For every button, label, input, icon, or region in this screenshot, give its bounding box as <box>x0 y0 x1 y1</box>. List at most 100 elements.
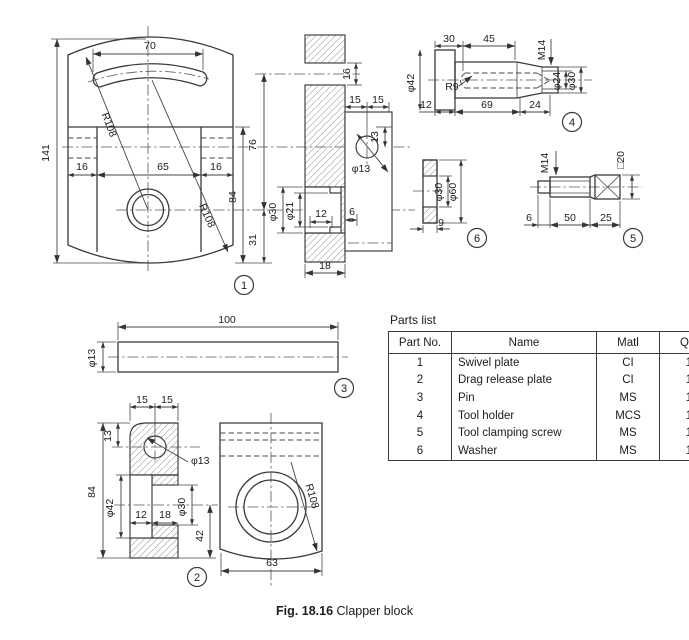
dim-label: φ30 <box>176 498 188 517</box>
cell-qty: 1 <box>659 371 689 390</box>
table-row: 1 Swivel plate CI 1 <box>389 353 689 372</box>
tool-clamping-screw-view: M14 □20 6 50 25 <box>524 151 642 228</box>
dim-label: 12 <box>420 99 432 111</box>
cell-name: Drag release plate <box>451 371 597 390</box>
dim-label: 50 <box>564 212 576 224</box>
dim-label: 84 <box>86 486 98 498</box>
dim-label: M14 <box>539 153 551 174</box>
dim-label: 12 <box>135 509 147 521</box>
dim-label: 18 <box>159 509 171 521</box>
dim-label: M14 <box>536 40 548 61</box>
release-plate-front-view: R108 63 <box>219 413 323 587</box>
col-header-name: Name <box>451 331 597 354</box>
cell-qty: 1 <box>659 389 689 407</box>
dim-label: 6 <box>526 212 532 224</box>
table-row: 2 Drag release plate CI 1 <box>389 371 689 390</box>
pin-view: 100 φ13 <box>86 314 348 373</box>
dim-label: 13 <box>369 131 381 143</box>
dim-label: 65 <box>157 161 169 173</box>
dim-label: 13 <box>102 430 114 442</box>
dim-label: 69 <box>481 99 493 111</box>
dim-label: φ30 <box>267 203 279 222</box>
dim-label: 63 <box>266 557 278 569</box>
table-row: 3 Pin MS 1 <box>389 389 689 407</box>
dim-label: □20 <box>615 151 627 169</box>
dim-label: 18 <box>319 260 331 272</box>
balloon-1: 1 <box>233 274 255 296</box>
dim-label: 15 <box>372 94 384 106</box>
balloon-label: 3 <box>341 383 347 395</box>
figure-caption: Fig. 18.16 Clapper block <box>0 604 689 618</box>
dim-label: 15 <box>349 94 361 106</box>
cell-matl: MS <box>596 389 660 407</box>
dim-label: 25 <box>600 212 612 224</box>
dim-label: 30 <box>443 33 455 45</box>
parts-list-table: Part No. Name Matl Qty 1 Swivel plate CI… <box>388 331 689 461</box>
dim-label: 31 <box>247 234 259 246</box>
dim-label: φ24 <box>551 72 563 91</box>
dim-label: 15 <box>136 394 148 406</box>
figure-caption-label: Fig. 18.16 <box>276 604 334 618</box>
washer-view: φ30 φ60 9 <box>410 159 467 233</box>
dim-label: 16 <box>210 161 222 173</box>
cell-qty: 1 <box>659 424 689 442</box>
cell-part-no: 2 <box>416 374 424 387</box>
balloon-label: 4 <box>569 117 575 129</box>
balloon-label: 2 <box>194 572 200 584</box>
cell-name: Pin <box>451 389 597 407</box>
col-header-part-no: Part No. <box>388 331 452 354</box>
cell-part-no: 1 <box>416 356 424 369</box>
balloon-label: 6 <box>474 233 480 245</box>
dim-label: φ21 <box>284 202 296 221</box>
dim-label: 12 <box>315 208 327 220</box>
dim-label: 100 <box>218 314 236 326</box>
dim-label: 70 <box>144 40 156 52</box>
dim-label: R108 <box>99 111 119 139</box>
dim-label: 76 <box>247 139 259 151</box>
cell-name: Swivel plate <box>451 353 597 372</box>
dim-label: 6 <box>349 206 355 218</box>
dim-label: 15 <box>161 394 173 406</box>
balloon-3: 3 <box>333 377 355 399</box>
cell-name: Tool clamping screw <box>451 424 597 442</box>
swivel-plate-section-view: 16 15 15 13 φ13 φ30 φ21 12 6 18 <box>267 34 393 278</box>
dim-label: φ60 <box>447 183 459 202</box>
dim-label: 9 <box>438 217 444 229</box>
dim-label: 24 <box>529 99 541 111</box>
cell-part-no: 5 <box>416 427 424 440</box>
cell-qty: 1 <box>659 353 689 372</box>
balloon-label: 5 <box>630 233 636 245</box>
swivel-plate-front-view: R108 R108 70 141 16 65 16 84 76 31 <box>40 36 272 264</box>
cell-matl: MS <box>596 424 660 442</box>
dim-label: R108 <box>196 202 217 230</box>
balloon-5: 5 <box>622 227 644 249</box>
dim-label: φ30 <box>566 72 578 91</box>
cell-part-no: 6 <box>416 444 424 457</box>
dim-label: R9 <box>445 81 459 93</box>
cell-name: Washer <box>451 441 597 461</box>
dim-label: φ30 <box>433 183 445 202</box>
cell-matl: MS <box>596 441 660 461</box>
cell-matl: CI <box>596 371 660 390</box>
release-plate-section-view: 15 15 13 84 φ42 12 18 φ30 42 φ13 <box>86 394 218 559</box>
cell-qty: 1 <box>659 406 689 425</box>
dim-label: φ13 <box>191 455 210 467</box>
figure-caption-text: Clapper block <box>336 604 413 618</box>
dim-label: 84 <box>227 191 239 203</box>
cell-name: Tool holder <box>451 406 597 425</box>
cell-matl: MCS <box>596 406 660 425</box>
dim-label: φ13 <box>86 349 98 368</box>
cell-qty: 1 <box>659 441 689 461</box>
parts-list: Parts list Part No. Name Matl Qty 1 Swiv… <box>388 313 689 461</box>
balloon-4: 4 <box>561 111 583 133</box>
dim-label: φ42 <box>405 74 417 93</box>
dim-label: 45 <box>483 33 495 45</box>
balloon-2: 2 <box>186 566 208 588</box>
table-row: 4 Tool holder MCS 1 <box>389 406 689 425</box>
dim-label: φ42 <box>104 499 116 518</box>
parts-list-title: Parts list <box>390 313 437 327</box>
dim-label: 42 <box>194 530 206 542</box>
dim-label: 16 <box>76 161 88 173</box>
